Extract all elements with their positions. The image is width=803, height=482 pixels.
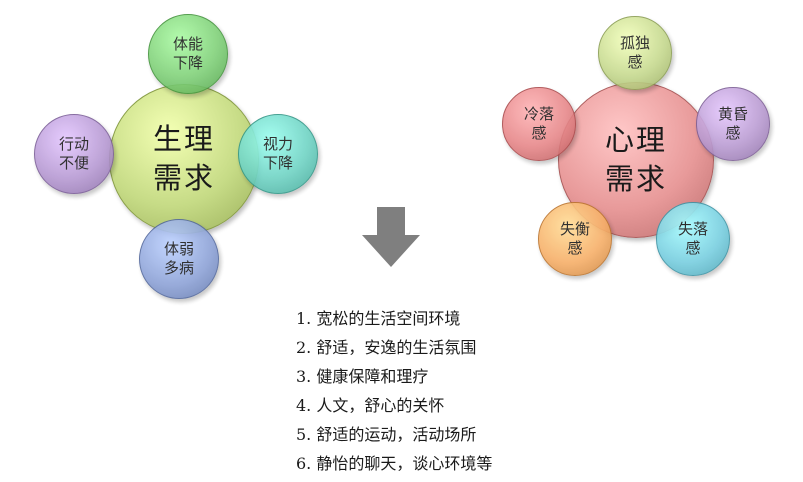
physio-sat-body-line-1: 体能 bbox=[172, 34, 203, 53]
physio-sat-body-line-2: 下降 bbox=[172, 54, 203, 72]
psych-sat-imbalance: 失衡 感 bbox=[538, 202, 612, 276]
psych-center-line-1: 心理 bbox=[604, 122, 667, 157]
list-item: 6. 静怡的聊天，谈心环境等 bbox=[296, 454, 493, 473]
requirements-list: 1. 宽松的生活空间环境 2. 舒适，安逸的生活氛围 3. 健康保障和理疗 4.… bbox=[296, 304, 492, 478]
psych-sat-dusk-line-1: 黄昏 bbox=[717, 104, 748, 123]
list-item: 1. 宽松的生活空间环境 bbox=[296, 309, 461, 328]
physio-center-line-1: 生理 bbox=[152, 121, 215, 156]
physio-sat-illness-line-2: 多病 bbox=[163, 259, 194, 277]
physio-sat-vision-line-2: 下降 bbox=[262, 154, 293, 172]
psych-sat-imbalance-line-2: 感 bbox=[567, 239, 583, 257]
physio-sat-illness: 体弱 多病 bbox=[139, 219, 219, 299]
list-item: 4. 人文，舒心的关怀 bbox=[296, 396, 445, 415]
psych-sat-lonely: 孤独 感 bbox=[598, 16, 672, 90]
list-item: 3. 健康保障和理疗 bbox=[296, 367, 429, 386]
physio-sat-vision: 视力 下降 bbox=[238, 114, 318, 194]
psych-sat-loss-line-2: 感 bbox=[685, 239, 701, 257]
physio-sat-mobility-line-1: 行动 bbox=[58, 134, 89, 153]
physio-center-line-2: 需求 bbox=[152, 161, 215, 195]
down-arrow-icon bbox=[362, 207, 420, 267]
psych-sat-dusk-line-2: 感 bbox=[725, 124, 741, 142]
down-arrow-shape bbox=[362, 207, 420, 267]
psych-center-line-2: 需求 bbox=[604, 162, 667, 196]
physio-center-circle: 生理 需求 bbox=[109, 84, 259, 234]
psych-sat-lonely-line-2: 感 bbox=[627, 53, 643, 71]
psych-sat-lonely-line-1: 孤独 bbox=[619, 33, 650, 52]
physio-sat-vision-line-1: 视力 bbox=[262, 134, 293, 153]
list-item: 2. 舒适，安逸的生活氛围 bbox=[296, 338, 477, 357]
physio-sat-body: 体能 下降 bbox=[148, 14, 228, 94]
psych-sat-neglect: 冷落 感 bbox=[502, 87, 576, 161]
list-item: 5. 舒适的运动，活动场所 bbox=[296, 425, 477, 444]
psych-sat-neglect-line-1: 冷落 bbox=[523, 104, 554, 123]
physio-sat-mobility: 行动 不便 bbox=[34, 114, 114, 194]
physio-sat-mobility-line-2: 不便 bbox=[58, 154, 89, 172]
psych-sat-neglect-line-2: 感 bbox=[531, 124, 547, 142]
physio-sat-illness-line-1: 体弱 bbox=[163, 239, 194, 258]
psych-sat-loss: 失落 感 bbox=[656, 202, 730, 276]
psych-sat-imbalance-line-1: 失衡 bbox=[559, 219, 590, 238]
psych-sat-loss-line-1: 失落 bbox=[677, 219, 708, 238]
psych-sat-dusk: 黄昏 感 bbox=[696, 87, 770, 161]
